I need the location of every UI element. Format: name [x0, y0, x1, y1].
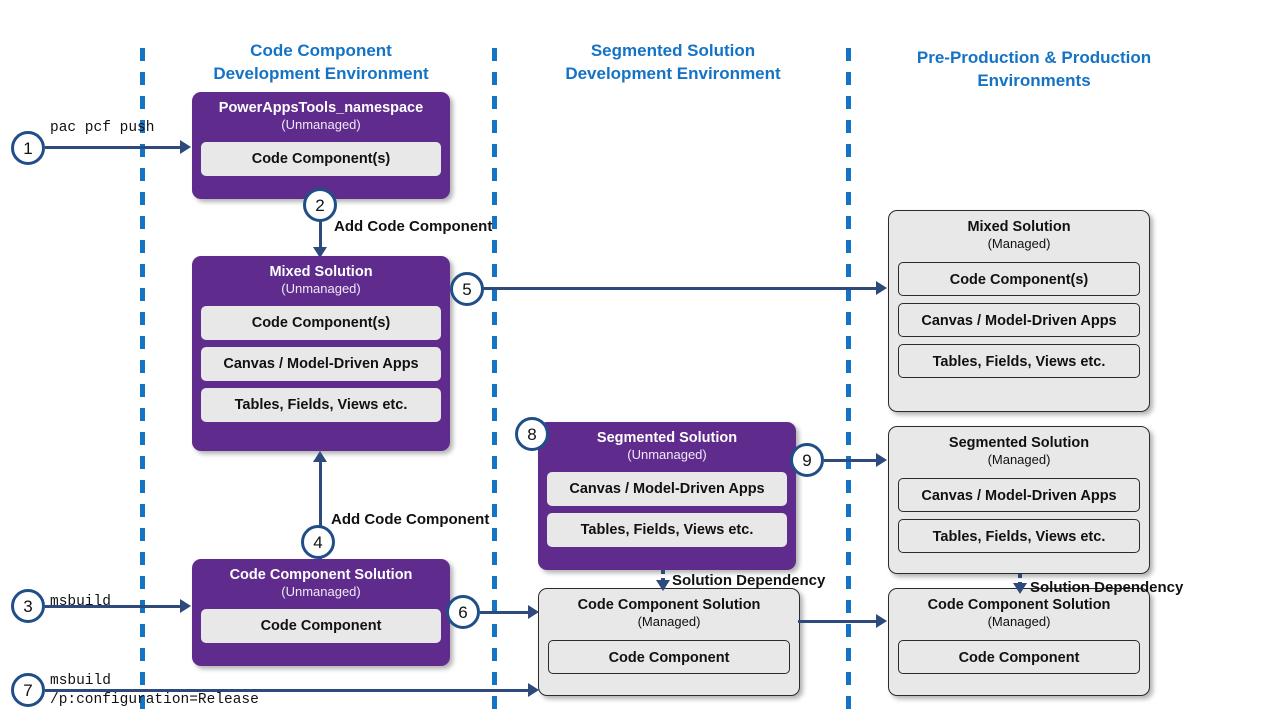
box-segmented-solution-unmanaged[interactable]: Segmented Solution (Unmanaged) Canvas / … [538, 422, 796, 570]
label-add-code-component-down: Add Code Component [334, 218, 493, 235]
box-mixed-solution-unmanaged[interactable]: Mixed Solution (Unmanaged) Code Componen… [192, 256, 450, 451]
label-msbuild-release-line2: /p:configuration=Release [50, 692, 259, 708]
label-msbuild: msbuild [50, 594, 111, 610]
dependency-line-mid [661, 570, 665, 583]
box-segmented-unmanaged-title: Segmented Solution [596, 430, 738, 446]
dependency-arrowhead-right [1013, 583, 1027, 594]
box-mixed-managed-subtitle: (Managed) [987, 236, 1051, 251]
box-segmented-unmanaged-subtitle: (Unmanaged) [627, 447, 707, 462]
box-codecomp-unmanaged-subtitle: (Unmanaged) [281, 584, 361, 599]
lane-separator-2 [492, 48, 497, 720]
lane-title-segmented-solution-dev: Segmented Solution Development Environme… [565, 41, 781, 83]
step-badge-4[interactable]: 4 [301, 525, 335, 559]
connector-mid-to-right-line [798, 620, 880, 623]
box-item-code-components[interactable]: Code Component(s) [898, 262, 1140, 296]
box-codecomp-managed-right-subtitle: (Managed) [987, 614, 1051, 629]
connector-step5-line [480, 287, 880, 290]
box-code-component-solution-unmanaged[interactable]: Code Component Solution (Unmanaged) Code… [192, 559, 450, 666]
box-item-tables-fields-views[interactable]: Tables, Fields, Views etc. [898, 519, 1140, 553]
box-powerappstools-title: PowerAppsTools_namespace [218, 100, 424, 116]
connector-step9-line [824, 459, 880, 462]
step-badge-1[interactable]: 1 [11, 131, 45, 165]
step-badge-2[interactable]: 2 [303, 188, 337, 222]
step-badge-9[interactable]: 9 [790, 443, 824, 477]
connector-step1-line [45, 146, 181, 149]
box-segmented-solution-managed[interactable]: Segmented Solution (Managed) Canvas / Mo… [888, 426, 1150, 574]
box-item-code-component[interactable]: Code Component [548, 640, 790, 674]
box-powerappstools-subtitle: (Unmanaged) [281, 117, 361, 132]
connector-step3-line [45, 605, 181, 608]
connector-step6-arrowhead [528, 605, 539, 619]
connector-step6-line [480, 611, 532, 614]
label-pac-pcf-push: pac pcf push [50, 120, 155, 136]
connector-step3-arrowhead [180, 599, 191, 613]
connector-step1-arrowhead [180, 140, 191, 154]
lane-separator-3 [846, 48, 851, 720]
label-solution-dependency-right: Solution Dependency [1030, 579, 1184, 596]
connector-step2-arrowhead [313, 247, 327, 258]
step-badge-3[interactable]: 3 [11, 589, 45, 623]
lane-separator-1 [140, 48, 145, 720]
box-codecomp-managed-mid-title: Code Component Solution [577, 597, 761, 613]
dependency-line-right [1018, 574, 1022, 586]
box-mixed-managed-title: Mixed Solution [967, 219, 1071, 235]
box-item-tables-fields-views[interactable]: Tables, Fields, Views etc. [547, 513, 787, 547]
box-code-component-solution-managed-mid[interactable]: Code Component Solution (Managed) Code C… [538, 588, 800, 696]
box-item-code-component[interactable]: Code Component [201, 609, 441, 643]
box-codecomp-unmanaged-title: Code Component Solution [229, 567, 413, 583]
box-item-tables-fields-views[interactable]: Tables, Fields, Views etc. [898, 344, 1140, 378]
box-item-tables-fields-views[interactable]: Tables, Fields, Views etc. [201, 388, 441, 422]
lane-title-preprod-prod: Pre-Production & Production Environments [916, 48, 1152, 90]
connector-step9-arrowhead [876, 453, 887, 467]
box-code-component-solution-managed-right[interactable]: Code Component Solution (Managed) Code C… [888, 588, 1150, 696]
connector-step7-arrowhead [528, 683, 539, 697]
lane-title-code-component-dev: Code Component Development Environment [213, 41, 429, 83]
connector-mid-to-right-arrowhead [876, 614, 887, 628]
box-item-code-components[interactable]: Code Component(s) [201, 306, 441, 340]
box-item-canvas-model-driven-apps[interactable]: Canvas / Model-Driven Apps [547, 472, 787, 506]
box-mixed-unmanaged-subtitle: (Unmanaged) [281, 281, 361, 296]
connector-step4-line [319, 462, 322, 560]
box-segmented-managed-title: Segmented Solution [948, 435, 1090, 451]
connector-step7-line [45, 689, 535, 692]
box-segmented-managed-subtitle: (Managed) [987, 452, 1051, 467]
box-mixed-unmanaged-title: Mixed Solution [269, 264, 373, 280]
box-powerappstools-namespace[interactable]: PowerAppsTools_namespace (Unmanaged) Cod… [192, 92, 450, 199]
label-add-code-component-up: Add Code Component [331, 511, 490, 528]
connector-step5-arrowhead [876, 281, 887, 295]
box-item-canvas-model-driven-apps[interactable]: Canvas / Model-Driven Apps [898, 478, 1140, 512]
label-solution-dependency-mid: Solution Dependency [672, 572, 826, 589]
box-item-code-components[interactable]: Code Component(s) [201, 142, 441, 176]
box-codecomp-managed-mid-subtitle: (Managed) [637, 614, 701, 629]
box-codecomp-managed-right-title: Code Component Solution [927, 597, 1111, 613]
box-item-canvas-model-driven-apps[interactable]: Canvas / Model-Driven Apps [898, 303, 1140, 337]
step-badge-7[interactable]: 7 [11, 673, 45, 707]
step-badge-8[interactable]: 8 [515, 417, 549, 451]
step-badge-6[interactable]: 6 [446, 595, 480, 629]
connector-step4-arrowhead [313, 451, 327, 462]
box-mixed-solution-managed[interactable]: Mixed Solution (Managed) Code Component(… [888, 210, 1150, 412]
connector-step2-line [319, 205, 322, 249]
box-item-canvas-model-driven-apps[interactable]: Canvas / Model-Driven Apps [201, 347, 441, 381]
dependency-arrowhead-mid [656, 580, 670, 591]
label-msbuild-release-line1: msbuild [50, 673, 111, 689]
step-badge-5[interactable]: 5 [450, 272, 484, 306]
box-item-code-component[interactable]: Code Component [898, 640, 1140, 674]
